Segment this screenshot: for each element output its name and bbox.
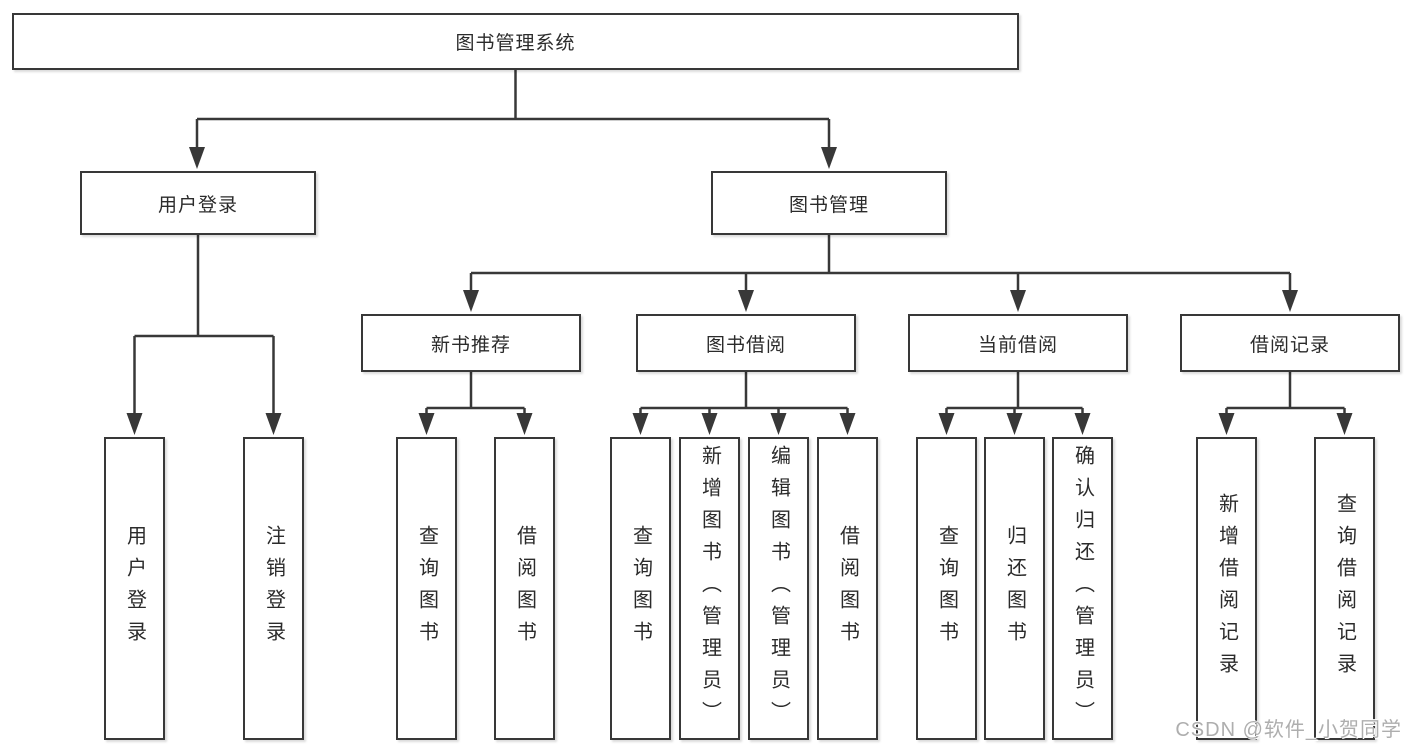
leaf-query-books-2: 查询图书 xyxy=(610,437,671,740)
node-book-borrow-label: 图书借阅 xyxy=(705,334,786,356)
leaf-user-login: 用户登录 xyxy=(104,437,165,740)
node-new-book-recommend-label: 新书推荐 xyxy=(430,334,511,356)
node-borrow-records-label: 借阅记录 xyxy=(1249,334,1330,356)
node-user-login: 用户登录 xyxy=(80,171,316,235)
leaf-query-books-1-label: 查询图书 xyxy=(415,524,438,653)
leaf-query-books-3-label: 查询图书 xyxy=(935,524,958,653)
node-root: 图书管理系统 xyxy=(12,13,1019,70)
leaf-query-books-2-label: 查询图书 xyxy=(629,524,652,653)
leaf-return-books: 归还图书 xyxy=(984,437,1045,740)
leaf-add-books-admin: 新增图书（管理员） xyxy=(679,437,740,740)
csdn-watermark: CSDN @软件_小贺同学 xyxy=(1175,719,1402,741)
node-new-book-recommend: 新书推荐 xyxy=(361,314,581,372)
leaf-borrow-books-1: 借阅图书 xyxy=(494,437,555,740)
node-root-label: 图书管理系统 xyxy=(455,33,576,54)
leaf-edit-books-admin-label: 编辑图书（管理员） xyxy=(767,444,790,733)
leaf-confirm-return-admin: 确认归还（管理员） xyxy=(1052,437,1113,740)
node-user-login-label: 用户登录 xyxy=(157,194,238,216)
leaf-borrow-books-2-label: 借阅图书 xyxy=(836,524,859,653)
leaf-add-borrow-record: 新增借阅记录 xyxy=(1196,437,1257,740)
node-book-management-label: 图书管理 xyxy=(788,194,869,216)
leaf-add-books-admin-label: 新增图书（管理员） xyxy=(698,444,721,733)
leaf-query-books-3: 查询图书 xyxy=(916,437,977,740)
leaf-borrow-books-2: 借阅图书 xyxy=(817,437,878,740)
leaf-borrow-books-1-label: 借阅图书 xyxy=(513,524,536,653)
leaf-logout-label: 注销登录 xyxy=(262,524,285,653)
leaf-edit-books-admin: 编辑图书（管理员） xyxy=(748,437,809,740)
node-book-borrow: 图书借阅 xyxy=(636,314,856,372)
node-book-management: 图书管理 xyxy=(711,171,947,235)
leaf-confirm-return-admin-label: 确认归还（管理员） xyxy=(1071,444,1094,733)
leaf-return-books-label: 归还图书 xyxy=(1003,524,1026,653)
node-current-borrow-label: 当前借阅 xyxy=(977,334,1058,356)
leaf-logout: 注销登录 xyxy=(243,437,304,740)
leaf-add-borrow-record-label: 新增借阅记录 xyxy=(1215,492,1238,685)
node-borrow-records: 借阅记录 xyxy=(1180,314,1400,372)
leaf-query-borrow-record-label: 查询借阅记录 xyxy=(1333,492,1356,685)
leaf-user-login-label: 用户登录 xyxy=(123,524,146,653)
leaf-query-books-1: 查询图书 xyxy=(396,437,457,740)
leaf-query-borrow-record: 查询借阅记录 xyxy=(1314,437,1375,740)
node-current-borrow: 当前借阅 xyxy=(908,314,1128,372)
